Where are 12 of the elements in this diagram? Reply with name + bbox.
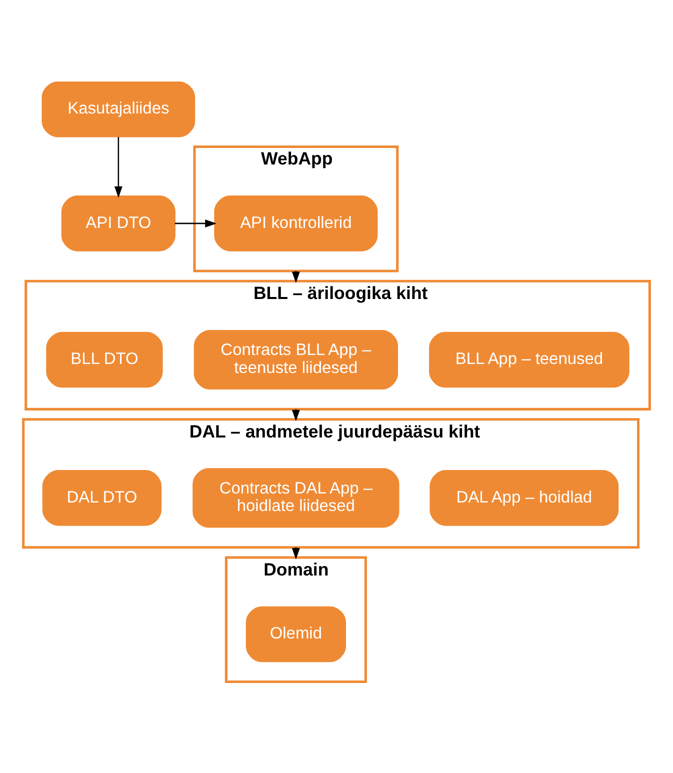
node-box: Contracts BLL App – teenuste liidesed	[194, 329, 398, 390]
node-box: Contracts DAL App – hoidlate liidesed	[192, 468, 400, 528]
node-box: DAL DTO	[42, 470, 162, 526]
arrow	[114, 136, 122, 198]
node-box: Kasutajaliides	[42, 80, 196, 137]
node-box: API kontrollerid	[214, 195, 378, 251]
node-box: Olemid	[246, 606, 346, 662]
node-box: DAL App – hoidlad	[430, 470, 619, 526]
node-box: BLL App – teenused	[429, 331, 630, 388]
node-box: BLL DTO	[46, 331, 163, 388]
node-box: API DTO	[61, 195, 176, 251]
arrow	[174, 218, 217, 227]
